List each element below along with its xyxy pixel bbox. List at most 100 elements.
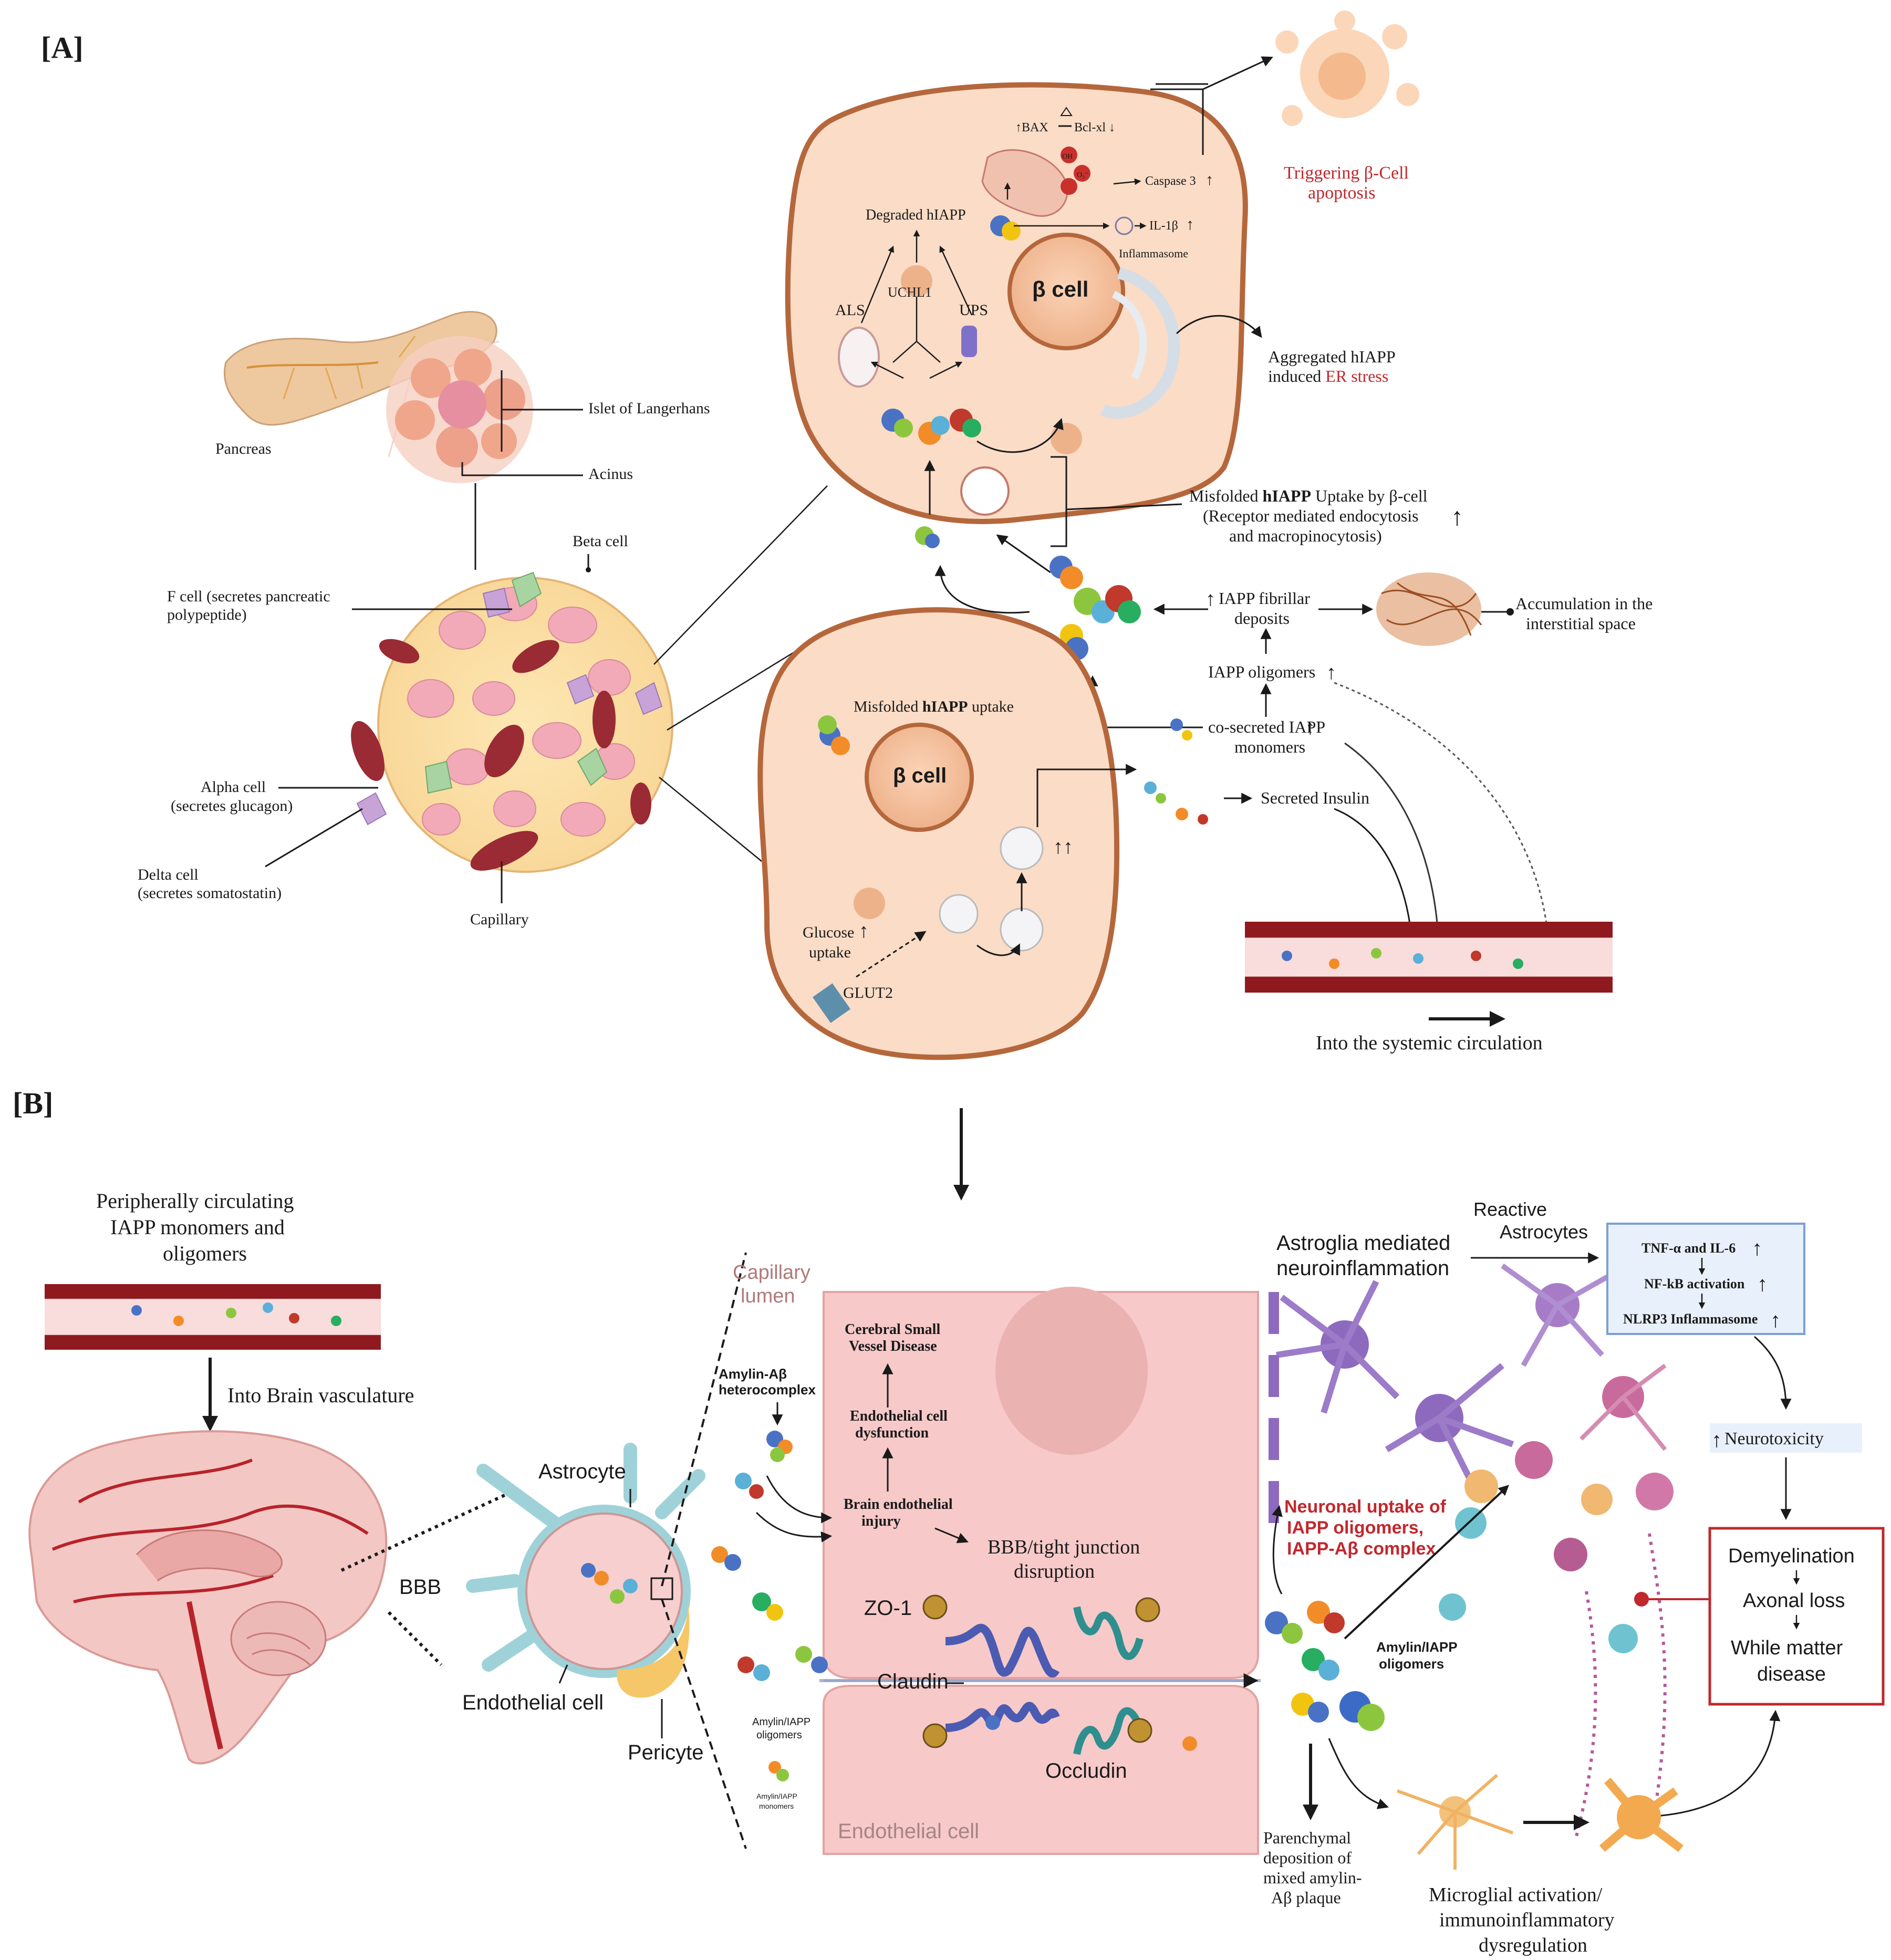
- microglial-line1: Microglial activation/: [1429, 1884, 1603, 1906]
- endo-dysfunction-line2: dysfunction: [855, 1425, 929, 1441]
- monomers-line2: monomers: [1234, 737, 1305, 756]
- uptake-lower-label: Misfolded hIAPP uptake: [854, 698, 1014, 715]
- brain: [28, 1430, 388, 1765]
- panel-label-a: [A]: [41, 30, 84, 65]
- microglial-line2: immunoinflammatory: [1439, 1909, 1615, 1931]
- fibrillar-up-arrow: ↑: [1206, 588, 1215, 610]
- uptake-upper-arrow: ↑: [1451, 503, 1463, 531]
- astroglia-cells: [1269, 1263, 1674, 1839]
- amylin-oligomers-line1: Amylin/IAPP: [1376, 1639, 1458, 1655]
- double-up-arrow: ↑↑: [1053, 836, 1073, 858]
- oligomers-up-arrow: ↑: [1326, 662, 1336, 684]
- er-stress-line2: induced ER stress: [1268, 367, 1388, 385]
- neuronal-aggregates: [1265, 1601, 1385, 1731]
- neuronal-uptake-line1: Neuronal uptake of: [1284, 1497, 1447, 1517]
- bbb-disruption-line2: disruption: [1014, 1560, 1095, 1582]
- bbb-disruption-line1: BBB/tight junction: [988, 1536, 1140, 1558]
- heterocomplex-line1: Amylin-Aβ: [719, 1366, 787, 1382]
- nfkb-label: NF-kB activation: [1644, 1276, 1745, 1291]
- zo1-label: ZO-1: [864, 1597, 912, 1620]
- bbb-aggregates: [711, 1431, 1197, 1781]
- peripheral-blood-vessel: [45, 1284, 381, 1350]
- capillary-lumen-line1: Capillary: [733, 1262, 811, 1284]
- fibrillar-line1: IAPP fibrillar: [1219, 589, 1310, 608]
- f-cell-label-line2: polypeptide): [167, 606, 247, 623]
- neuronal-uptake-line2: IAPP oligomers,: [1287, 1518, 1424, 1538]
- islet-of-langerhans: [351, 571, 673, 873]
- reactive-line1: Reactive: [1473, 1198, 1547, 1220]
- secreted-insulin-label: Secreted Insulin: [1261, 788, 1369, 807]
- monomers-small-line2: monomers: [759, 1802, 794, 1810]
- nlrp3-label: NLRP3 Inflammasome: [1623, 1311, 1758, 1327]
- lower-beta-cell-label: β cell: [893, 764, 947, 787]
- bcl-label: Bcl-xl ↓: [1074, 121, 1115, 134]
- degraded-hiapp-label: Degraded hIAPP: [866, 207, 966, 223]
- monomers-up-arrow: ↑: [1305, 717, 1315, 739]
- pancreas-label: Pancreas: [215, 440, 272, 457]
- heterocomplex-line2: heterocomplex: [719, 1382, 816, 1398]
- glut2-label: GLUT2: [843, 984, 893, 1002]
- microglia: [1396, 1774, 1684, 1870]
- vessel-particles: [1282, 948, 1523, 969]
- oligomers-small-line2: oligomers: [756, 1729, 802, 1741]
- parenchymal-line3: mixed amylin-: [1263, 1868, 1362, 1887]
- peripheral-line2: IAPP monomers and: [110, 1215, 285, 1239]
- brain-injury-line2: injury: [861, 1513, 901, 1529]
- insulin-granules: [1144, 718, 1208, 825]
- capillary-cross-section: [466, 1443, 705, 1698]
- neurotoxicity-up-arrow: ↑: [1711, 1428, 1722, 1452]
- peripheral-line1: Peripherally circulating: [96, 1189, 294, 1213]
- inflammasome-label: Inflammasome: [1119, 247, 1188, 260]
- inflammation-box: [1606, 1223, 1805, 1335]
- f-cell-label-line1: F cell (secretes pancreatic: [167, 588, 330, 605]
- beta-cell-label: Beta cell: [573, 533, 628, 550]
- oh-label: OH: [1062, 153, 1073, 161]
- apoptotic-cell: [1275, 11, 1419, 126]
- accumulation-line2: interstitial space: [1526, 614, 1636, 633]
- il1b-up-arrow: ↑: [1186, 216, 1194, 233]
- alpha-cell-label-line1: Alpha cell: [201, 778, 266, 796]
- endo-dysfunction-line1: Endothelial cell: [850, 1408, 948, 1424]
- upper-beta-cell: [785, 82, 1248, 548]
- fibril-mass: [1376, 572, 1482, 646]
- peripheral-particles: [131, 1302, 341, 1326]
- csvd-line2: Vessel Disease: [849, 1338, 937, 1354]
- axonal-loss-label: Axonal loss: [1743, 1590, 1845, 1612]
- glucose-up-arrow: ↑: [859, 920, 869, 942]
- endothelial-cell-label: Endothelial cell: [462, 1691, 604, 1714]
- reactive-line2: Astrocytes: [1500, 1221, 1588, 1243]
- microglial-line3: dysregulation: [1479, 1934, 1587, 1956]
- fibrillar-line2: deposits: [1234, 609, 1290, 628]
- uchl1-label: UCHL1: [888, 285, 932, 300]
- bbb-label: BBB: [399, 1576, 441, 1599]
- neuronal-uptake-line3: IAPP-Aβ complex: [1287, 1539, 1436, 1559]
- nlrp3-up-arrow: ↑: [1770, 1308, 1781, 1332]
- o2-label: O₂⁻: [1077, 171, 1088, 179]
- glucose-line1: Glucose: [803, 924, 854, 941]
- brain-vasculature-label: Into Brain vasculature: [227, 1383, 414, 1407]
- astrocyte-label: Astrocyte: [538, 1460, 626, 1483]
- alpha-cell-label-line2: (secretes glucagon): [171, 797, 293, 815]
- oligomers-label: IAPP oligomers: [1208, 662, 1315, 681]
- while-matter-line2: disease: [1757, 1663, 1826, 1685]
- il1b-label: IL-1β: [1149, 219, 1178, 233]
- demyelination-label: Demyelination: [1728, 1545, 1855, 1567]
- lower-beta-cell: [757, 607, 1120, 1060]
- acinus-label: Acinus: [588, 465, 633, 483]
- delta-cell-label-line2: (secretes somatostatin): [138, 884, 282, 902]
- csvd-line1: Cerebral Small: [845, 1321, 940, 1338]
- astroglia-line1: Astroglia mediated: [1276, 1232, 1450, 1255]
- uptake-upper-line2: (Receptor mediated endocytosis: [1203, 506, 1419, 525]
- ups-label: UPS: [959, 301, 988, 319]
- tight-junction-proteins: [922, 1594, 1160, 1755]
- als-label: ALS: [835, 301, 865, 319]
- occludin-label: Occludin: [1045, 1759, 1127, 1782]
- apoptosis-label-line2: apoptosis: [1308, 183, 1375, 203]
- parenchymal-line1: Parenchymal: [1263, 1828, 1351, 1847]
- neurotoxicity-label: Neurotoxicity: [1724, 1429, 1824, 1448]
- pericyte-label: Pericyte: [628, 1741, 704, 1764]
- accumulation-line1: Accumulation in the: [1515, 594, 1653, 613]
- caspase-label: Caspase 3: [1145, 174, 1196, 188]
- astroglia-line2: neuroinflammation: [1276, 1257, 1449, 1280]
